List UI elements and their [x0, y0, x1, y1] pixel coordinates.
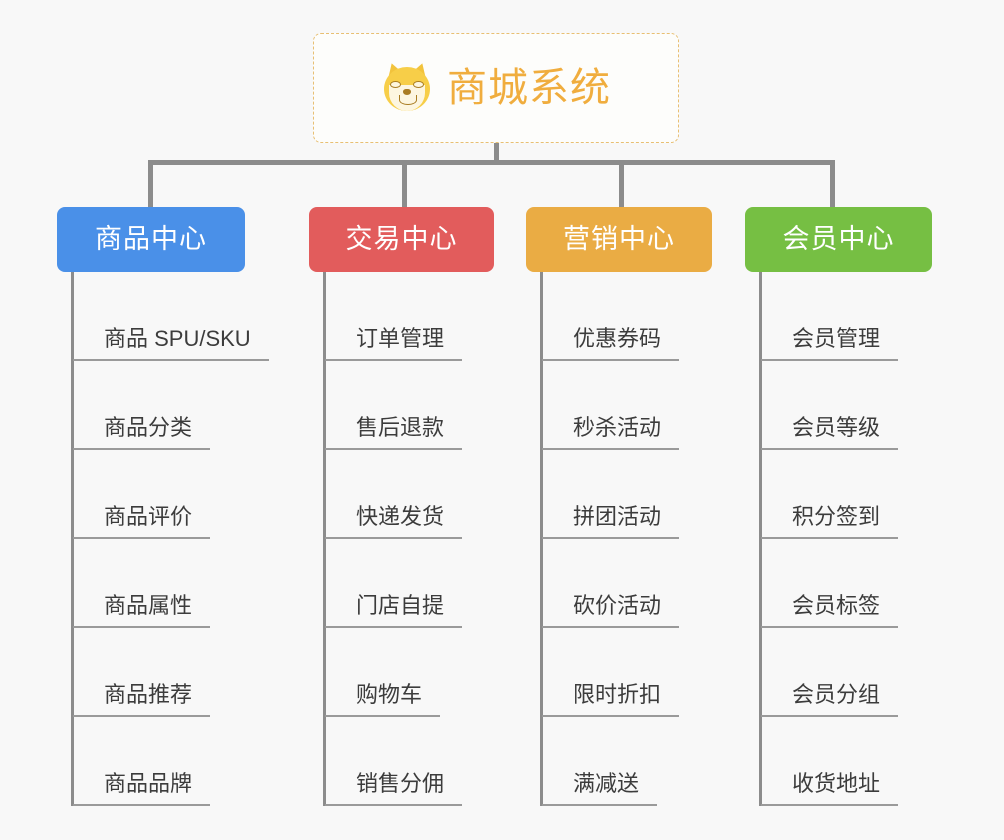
list-item[interactable]: 商品品牌	[71, 717, 269, 806]
column-spine	[540, 272, 543, 806]
connector-root-stem	[494, 143, 499, 164]
list-item[interactable]: 秒杀活动	[540, 361, 680, 450]
list-item[interactable]: 会员分组	[759, 628, 899, 717]
leaf-label: 积分签到	[761, 506, 899, 539]
connector-drop-3	[619, 160, 624, 207]
category-label: 会员中心	[782, 224, 895, 254]
column-spine	[323, 272, 326, 806]
category-node-product[interactable]: 商品中心	[57, 207, 245, 272]
leaf-label: 限时折扣	[542, 684, 680, 717]
leaf-label: 商品 SPU/SKU	[73, 328, 269, 361]
connector-drop-1	[148, 160, 153, 207]
leaf-label: 购物车	[325, 684, 441, 717]
list-item[interactable]: 订单管理	[323, 272, 463, 361]
list-item[interactable]: 商品属性	[71, 539, 269, 628]
category-label: 交易中心	[345, 224, 458, 254]
leaf-label: 商品评价	[73, 506, 211, 539]
list-item[interactable]: 会员管理	[759, 272, 899, 361]
list-item[interactable]: 会员标签	[759, 539, 899, 628]
list-item[interactable]: 购物车	[323, 628, 462, 717]
connector-drop-2	[402, 160, 407, 207]
leaf-label: 满减送	[542, 773, 658, 806]
connector-drop-4	[830, 160, 835, 207]
leaf-label: 会员分组	[761, 684, 899, 717]
list-item[interactable]: 快递发货	[323, 450, 463, 539]
category-node-member[interactable]: 会员中心	[745, 207, 932, 272]
column-spine	[759, 272, 762, 806]
list-item[interactable]: 商品评价	[71, 450, 269, 539]
list-item[interactable]: 商品 SPU/SKU	[71, 272, 269, 361]
leaf-label: 收货地址	[761, 773, 899, 806]
list-item[interactable]: 商品推荐	[71, 628, 269, 717]
leaf-column-trade: 订单管理 售后退款 快递发货 门店自提 购物车 销售分佣	[323, 272, 463, 806]
list-item[interactable]: 会员等级	[759, 361, 899, 450]
list-item[interactable]: 收货地址	[759, 717, 899, 806]
list-item[interactable]: 优惠券码	[540, 272, 680, 361]
leaf-label: 秒杀活动	[542, 417, 680, 450]
list-item[interactable]: 砍价活动	[540, 539, 680, 628]
category-label: 营销中心	[563, 224, 675, 254]
list-item[interactable]: 满减送	[540, 717, 679, 806]
connector-horizontal-bus	[148, 160, 833, 165]
leaf-label: 会员标签	[761, 595, 899, 628]
leaf-column-marketing: 优惠券码 秒杀活动 拼团活动 砍价活动 限时折扣 满减送	[540, 272, 680, 806]
list-item[interactable]: 销售分佣	[323, 717, 463, 806]
list-item[interactable]: 拼团活动	[540, 450, 680, 539]
leaf-column-product: 商品 SPU/SKU 商品分类 商品评价 商品属性 商品推荐 商品品牌	[71, 272, 269, 806]
leaf-label: 会员等级	[761, 417, 899, 450]
leaf-label: 会员管理	[761, 328, 899, 361]
category-node-marketing[interactable]: 营销中心	[526, 207, 712, 272]
leaf-column-member: 会员管理 会员等级 积分签到 会员标签 会员分组 收货地址	[759, 272, 899, 806]
list-item[interactable]: 限时折扣	[540, 628, 680, 717]
root-title: 商城系统	[447, 66, 611, 110]
category-node-trade[interactable]: 交易中心	[309, 207, 494, 272]
list-item[interactable]: 积分签到	[759, 450, 899, 539]
leaf-label: 售后退款	[325, 417, 463, 450]
leaf-label: 拼团活动	[542, 506, 680, 539]
leaf-label: 商品推荐	[73, 684, 211, 717]
leaf-label: 订单管理	[325, 328, 463, 361]
list-item[interactable]: 商品分类	[71, 361, 269, 450]
leaf-label: 销售分佣	[325, 773, 463, 806]
leaf-label: 商品属性	[73, 595, 211, 628]
leaf-label: 砍价活动	[542, 595, 680, 628]
leaf-label: 商品品牌	[73, 773, 211, 806]
leaf-label: 商品分类	[73, 417, 211, 450]
root-node[interactable]: 商城系统	[313, 33, 679, 143]
leaf-label: 快递发货	[325, 506, 463, 539]
list-item[interactable]: 门店自提	[323, 539, 463, 628]
column-spine	[71, 272, 74, 806]
shiba-inu-icon	[381, 60, 433, 114]
list-item[interactable]: 售后退款	[323, 361, 463, 450]
leaf-label: 优惠券码	[542, 328, 680, 361]
category-label: 商品中心	[95, 224, 207, 254]
leaf-label: 门店自提	[325, 595, 463, 628]
